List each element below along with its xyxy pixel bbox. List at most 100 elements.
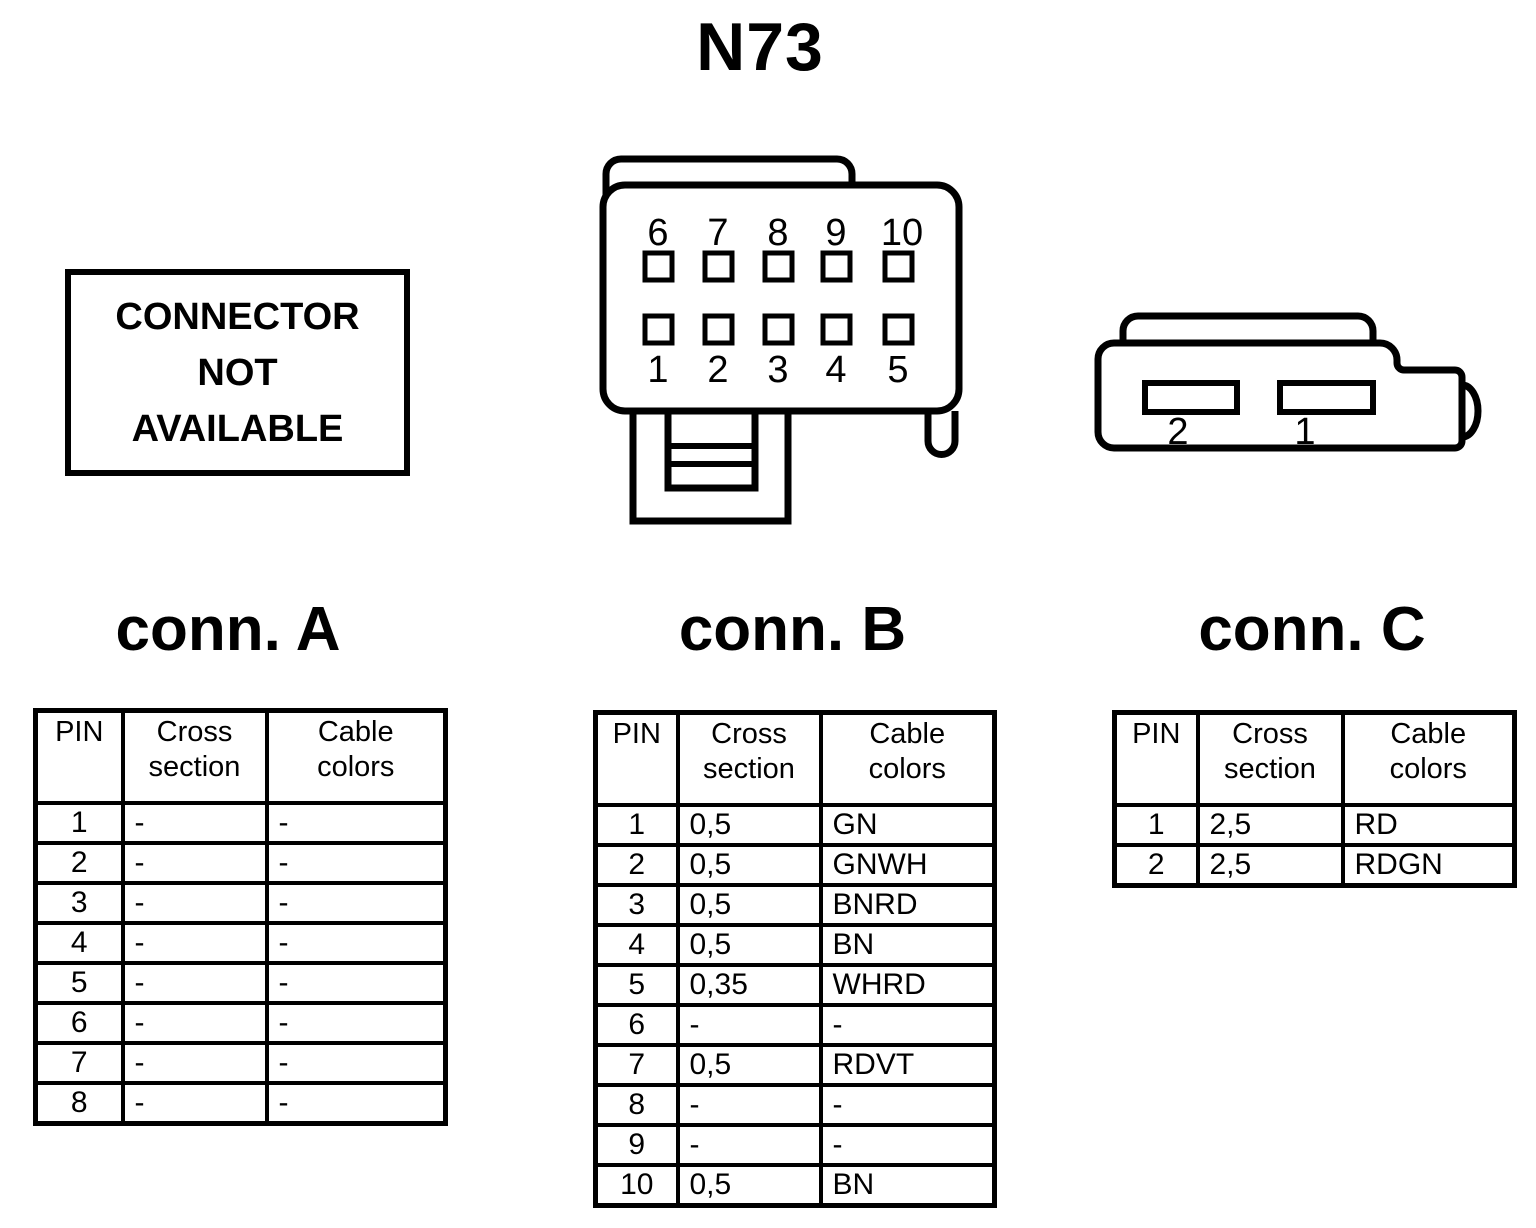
pin-number-label: 10 xyxy=(881,212,923,254)
pin-number-label: 3 xyxy=(767,349,788,391)
cable-color-cell: - xyxy=(818,1083,997,1127)
connector-c-right-bump xyxy=(1461,381,1482,441)
pin-number-label: 5 xyxy=(887,349,908,391)
table-row: 6-- xyxy=(593,1003,997,1047)
cross-section-cell: - xyxy=(120,921,269,965)
pin-number-label: 8 xyxy=(767,212,788,254)
pin-cell: 4 xyxy=(33,921,125,965)
cross-section-cell: 0,5 xyxy=(675,1163,823,1208)
pin-number-label: 9 xyxy=(825,212,846,254)
pin-socket-4 xyxy=(820,313,853,346)
pin-header: PIN xyxy=(593,710,680,807)
pin-slot-2 xyxy=(1142,380,1240,415)
pin-number-label: 6 xyxy=(647,212,668,254)
pin-cell: 1 xyxy=(593,803,680,847)
pin-cell: 8 xyxy=(33,1081,125,1126)
pin-slot-1 xyxy=(1277,380,1376,415)
notice-line-2: NOT xyxy=(197,351,278,394)
cross-section-cell: - xyxy=(120,801,269,845)
pin-number-label: 1 xyxy=(1294,411,1315,453)
connector-b-latch-inner xyxy=(664,407,759,492)
pin-cell: 7 xyxy=(593,1043,680,1087)
pin-cell: 9 xyxy=(593,1123,680,1167)
pin-cell: 1 xyxy=(33,801,125,845)
cross-section-cell: - xyxy=(120,841,269,885)
pin-cell: 6 xyxy=(593,1003,680,1047)
pin-socket-7 xyxy=(702,250,735,283)
table-row: 8-- xyxy=(33,1081,448,1126)
component-title: N73 xyxy=(696,9,824,85)
connector-b-right-tab xyxy=(924,411,959,458)
cross-section-cell: - xyxy=(675,1003,823,1047)
connector-b-drawing: 6 7 8 9 10 1 2 3 4 5 xyxy=(599,155,963,525)
pin-socket-9 xyxy=(820,250,853,283)
cross-section-cell: - xyxy=(120,961,269,1005)
cable-colors-header: Cable colors xyxy=(818,710,997,807)
cross-section-cell: 0,5 xyxy=(675,803,823,847)
pin-cell: 8 xyxy=(593,1083,680,1127)
pin-cell: 1 xyxy=(1112,803,1200,847)
pin-header: PIN xyxy=(33,708,125,805)
connector-b-body xyxy=(599,181,963,415)
cross-section-cell: 0,5 xyxy=(675,923,823,967)
cable-color-cell: RDGN xyxy=(1340,843,1517,888)
conn-c-title: conn. C xyxy=(1198,595,1426,664)
pin-number-label: 4 xyxy=(825,349,846,391)
cable-color-cell: - xyxy=(264,801,448,845)
notice-line-3: AVAILABLE xyxy=(131,407,344,450)
cable-color-cell: GNWH xyxy=(818,843,997,887)
table-row: 9-- xyxy=(593,1123,997,1167)
cable-color-cell: BNRD xyxy=(818,883,997,927)
cross-section-header: Cross section xyxy=(1195,710,1345,807)
pin-cell: 10 xyxy=(593,1163,680,1208)
pin-cell: 4 xyxy=(593,923,680,967)
pin-header: PIN xyxy=(1112,710,1200,807)
cable-color-cell: - xyxy=(264,1001,448,1045)
cross-section-cell: - xyxy=(120,1001,269,1045)
cross-section-cell: 0,5 xyxy=(675,1043,823,1087)
notice-line-1: CONNECTOR xyxy=(115,295,360,338)
table-row: 8-- xyxy=(593,1083,997,1127)
table-row: 5-- xyxy=(33,961,448,1005)
pin-cell: 3 xyxy=(33,881,125,925)
pin-cell: 6 xyxy=(33,1001,125,1045)
cable-color-cell: - xyxy=(264,921,448,965)
pin-socket-1 xyxy=(642,313,675,346)
cross-section-cell: - xyxy=(120,1041,269,1085)
cross-section-cell: - xyxy=(675,1123,823,1167)
table-row: 7-- xyxy=(33,1041,448,1085)
cross-section-cell: 2,5 xyxy=(1195,803,1345,847)
cable-color-cell: RD xyxy=(1340,803,1517,847)
table-row: 3-- xyxy=(33,881,448,925)
cable-color-cell: BN xyxy=(818,923,997,967)
cable-colors-header: Cable colors xyxy=(264,708,448,805)
table-row: 4-- xyxy=(33,921,448,965)
pin-cell: 5 xyxy=(593,963,680,1007)
cable-color-cell: WHRD xyxy=(818,963,997,1007)
pin-socket-6 xyxy=(642,250,675,283)
pin-socket-8 xyxy=(762,250,795,283)
cross-section-cell: 0,5 xyxy=(675,843,823,887)
table-header-row: PIN Cross section Cable colors xyxy=(33,708,448,805)
cross-section-header: Cross section xyxy=(675,710,823,807)
pin-number-label: 1 xyxy=(647,349,668,391)
pin-cell: 2 xyxy=(1112,843,1200,888)
connector-not-available-box: CONNECTOR NOT AVAILABLE xyxy=(65,269,410,476)
table-row: 1-- xyxy=(33,801,448,845)
cable-color-cell: - xyxy=(818,1003,997,1047)
table-header-row: PIN Cross section Cable colors xyxy=(593,710,997,807)
pin-cell: 2 xyxy=(593,843,680,887)
table-header-row: PIN Cross section Cable colors xyxy=(1112,710,1517,807)
pin-socket-5 xyxy=(882,313,915,346)
cross-section-header: Cross section xyxy=(120,708,269,805)
pin-number-label: 7 xyxy=(707,212,728,254)
cable-color-cell: - xyxy=(818,1123,997,1167)
conn-a-title: conn. A xyxy=(115,595,341,664)
